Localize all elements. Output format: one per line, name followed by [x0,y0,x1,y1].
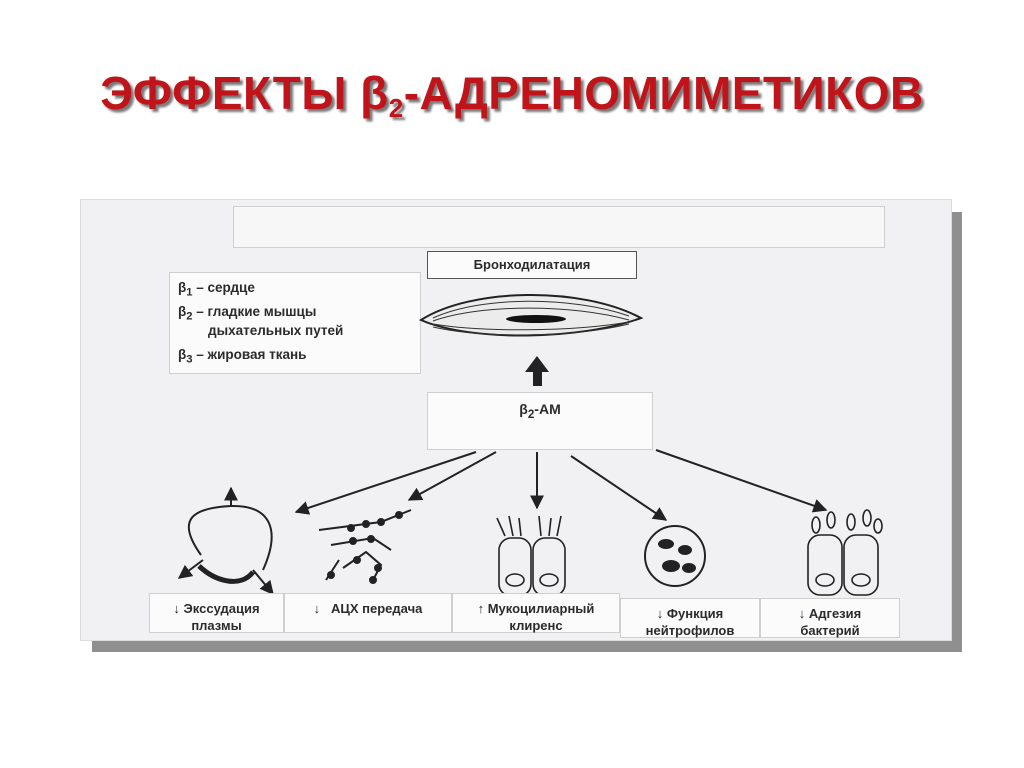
plasma-exudation-icon [177,486,274,596]
receptor-legend: β1 – сердце β2 – гладкие мышцы дыхательн… [169,272,421,374]
diagram-panel: Бронходилатация β1 – сердце β2 – гладкие… [80,199,952,641]
effect-ach-transmission: ↓ АЦХ передача [284,593,452,633]
nerve-ending-icon [318,509,412,584]
legend-beta3: β3 – жировая ткань [178,347,307,366]
smooth-muscle-cell-icon [418,294,644,337]
title-main: ЭФФЕКТЫ β [100,67,389,119]
slide-title: ЭФФЕКТЫ β2-АДРЕНОМИМЕТИКОВ [0,66,1024,124]
legend-beta2-continued: дыхательных путей [208,323,344,338]
effect-arrows [294,449,828,521]
legend-beta1: β1 – сердце [178,280,255,299]
diagram-drawing [177,294,883,597]
up-arrow-icon [525,356,549,386]
beta2-agonist-box: β2-АМ [427,392,653,450]
empty-header-box [233,206,885,248]
title-suffix: -АДРЕНОМИМЕТИКОВ [403,67,924,119]
neutrophil-icon [644,525,706,587]
legend-beta2: β2 – гладкие мышцы [178,304,317,323]
title-subscript: 2 [388,93,404,123]
ciliated-epithelium-icon [496,515,566,597]
bacteria-adhesion-icon [807,509,883,596]
bronchodilation-box: Бронходилатация [427,251,637,279]
